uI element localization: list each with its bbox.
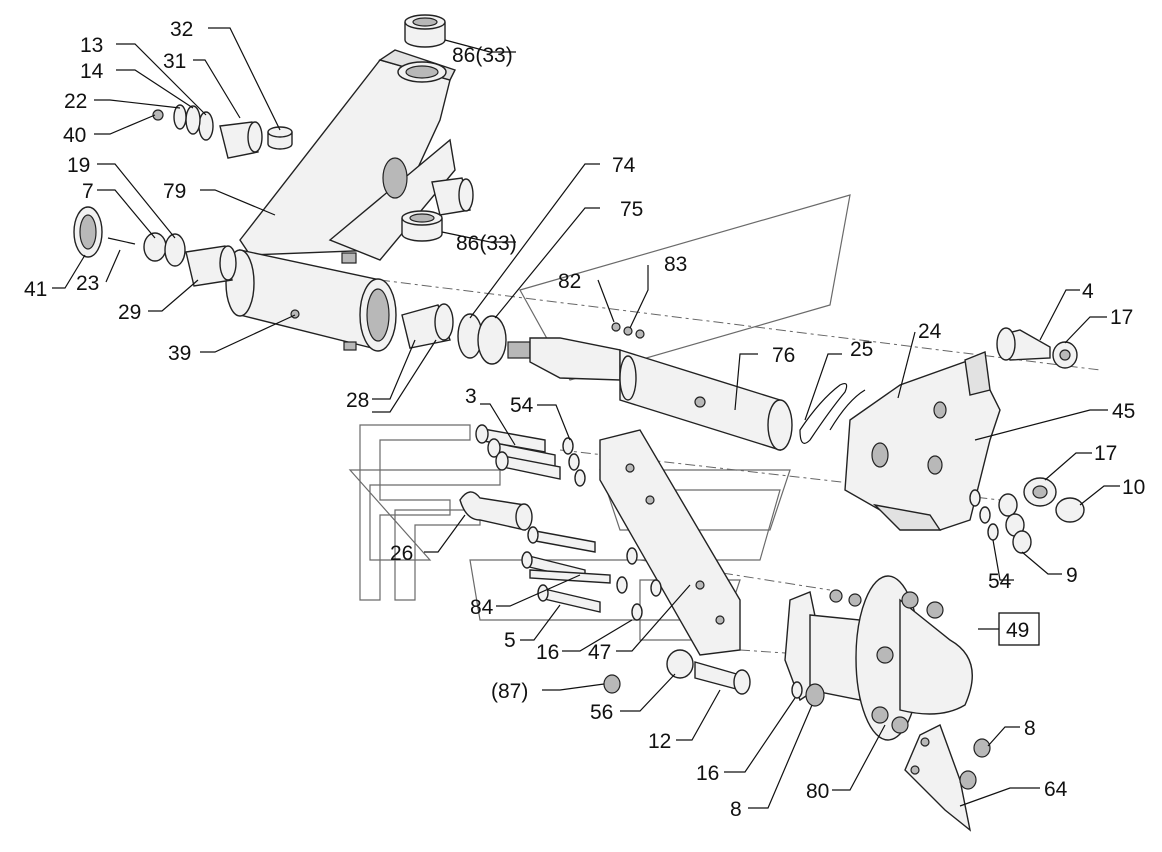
- nut-10: [1055, 497, 1085, 523]
- bushing-86-bottom: [401, 210, 443, 242]
- bush-32: [267, 126, 293, 150]
- callout-7: 7: [82, 180, 94, 203]
- callout-3: 3: [465, 385, 477, 408]
- callout-41: 41: [24, 278, 47, 301]
- washer-16-bottom: [791, 681, 803, 699]
- washer-19: [164, 233, 186, 267]
- callout-17-bottom: 17: [1094, 442, 1117, 465]
- seal-75: [477, 315, 507, 365]
- callout-29: 29: [118, 301, 141, 324]
- callout-32: 32: [170, 18, 193, 41]
- callout-22: 22: [64, 90, 87, 113]
- grease-nipple-40: [152, 109, 164, 121]
- bush-31: [219, 121, 263, 159]
- callout-26: 26: [390, 542, 413, 565]
- bolt-5: [537, 584, 601, 613]
- bolt-82: [611, 322, 621, 332]
- callout-4: 4: [1082, 280, 1094, 303]
- nut-8-right: [973, 738, 991, 758]
- bush-29: [185, 245, 237, 287]
- nuts-9: [998, 493, 1032, 554]
- callout-54-left: 54: [510, 394, 534, 417]
- ring-14: [185, 105, 201, 135]
- callout-25: 25: [850, 338, 873, 361]
- callout-80: 80: [806, 780, 829, 803]
- callout-12: 12: [648, 730, 671, 753]
- callout-54-right: 54: [988, 570, 1012, 593]
- callout-28: 28: [346, 389, 369, 412]
- bolts-84: [521, 526, 611, 584]
- callout-box-49: [998, 612, 1040, 646]
- ring-13: [198, 111, 214, 141]
- callout-14: 14: [80, 60, 104, 83]
- bushing-86-top: [404, 14, 446, 48]
- callout-56: 56: [590, 701, 613, 724]
- callout-75: 75: [620, 198, 643, 221]
- callout-23: 23: [76, 272, 99, 295]
- ring-22: [173, 104, 187, 130]
- bush-28: [401, 303, 454, 349]
- steering-knuckle-45: [844, 351, 1001, 531]
- callout-10: 10: [1122, 476, 1145, 499]
- callout-45: 45: [1112, 400, 1135, 423]
- wheel-hub-49: [784, 575, 973, 741]
- callout-83: 83: [664, 253, 687, 276]
- callout-16-bottom: 16: [696, 762, 719, 785]
- callout-64: 64: [1044, 778, 1068, 801]
- callout-86-bottom: 86(33): [456, 232, 517, 255]
- bushing-side: [431, 177, 474, 216]
- callout-5: 5: [504, 629, 516, 652]
- spring-clip-25: [799, 382, 866, 444]
- callout-87: (87): [491, 680, 528, 703]
- callout-40: 40: [63, 124, 86, 147]
- washer-56: [666, 649, 694, 679]
- callout-82: 82: [558, 270, 581, 293]
- bolt-12: [694, 661, 751, 695]
- callout-24: 24: [918, 320, 942, 343]
- callout-9: 9: [1066, 564, 1078, 587]
- callout-76: 76: [772, 344, 795, 367]
- washers-16-left: [616, 547, 662, 621]
- washers-54-right: [969, 489, 999, 541]
- callout-13: 13: [80, 34, 103, 57]
- callout-74: 74: [612, 154, 636, 177]
- nut-87: [603, 674, 621, 694]
- spacer-plate-47: [599, 429, 741, 656]
- leader-lines: [52, 27, 1120, 809]
- callout-84: 84: [470, 596, 494, 619]
- bolts-3: [475, 424, 561, 480]
- callout-labels: 32 86(33) 13 31 14 22 40 19 7 79 41 23 2…: [24, 18, 1145, 821]
- callout-19: 19: [67, 154, 90, 177]
- callout-79: 79: [163, 180, 186, 203]
- washers-54-left: [562, 437, 586, 487]
- swing-arm-79: [225, 49, 456, 352]
- callout-86-top: 86(33): [452, 44, 513, 67]
- callout-39: 39: [168, 342, 191, 365]
- callout-17-top: 17: [1110, 306, 1133, 329]
- bolt-4: [996, 327, 1051, 361]
- cone-26: [459, 491, 533, 531]
- callout-47: 47: [588, 641, 611, 664]
- callout-31: 31: [163, 50, 186, 73]
- callout-8-bottom: 8: [730, 798, 742, 821]
- nut-8-bottom: [805, 683, 825, 707]
- split-pin-23: [107, 237, 136, 245]
- callout-8-right: 8: [1024, 717, 1036, 740]
- stub-axle-76: [507, 337, 793, 451]
- callout-16-left: 16: [536, 641, 559, 664]
- bracket-64: [904, 724, 972, 832]
- nut-83: [623, 326, 633, 336]
- callout-49: 49: [1006, 619, 1029, 642]
